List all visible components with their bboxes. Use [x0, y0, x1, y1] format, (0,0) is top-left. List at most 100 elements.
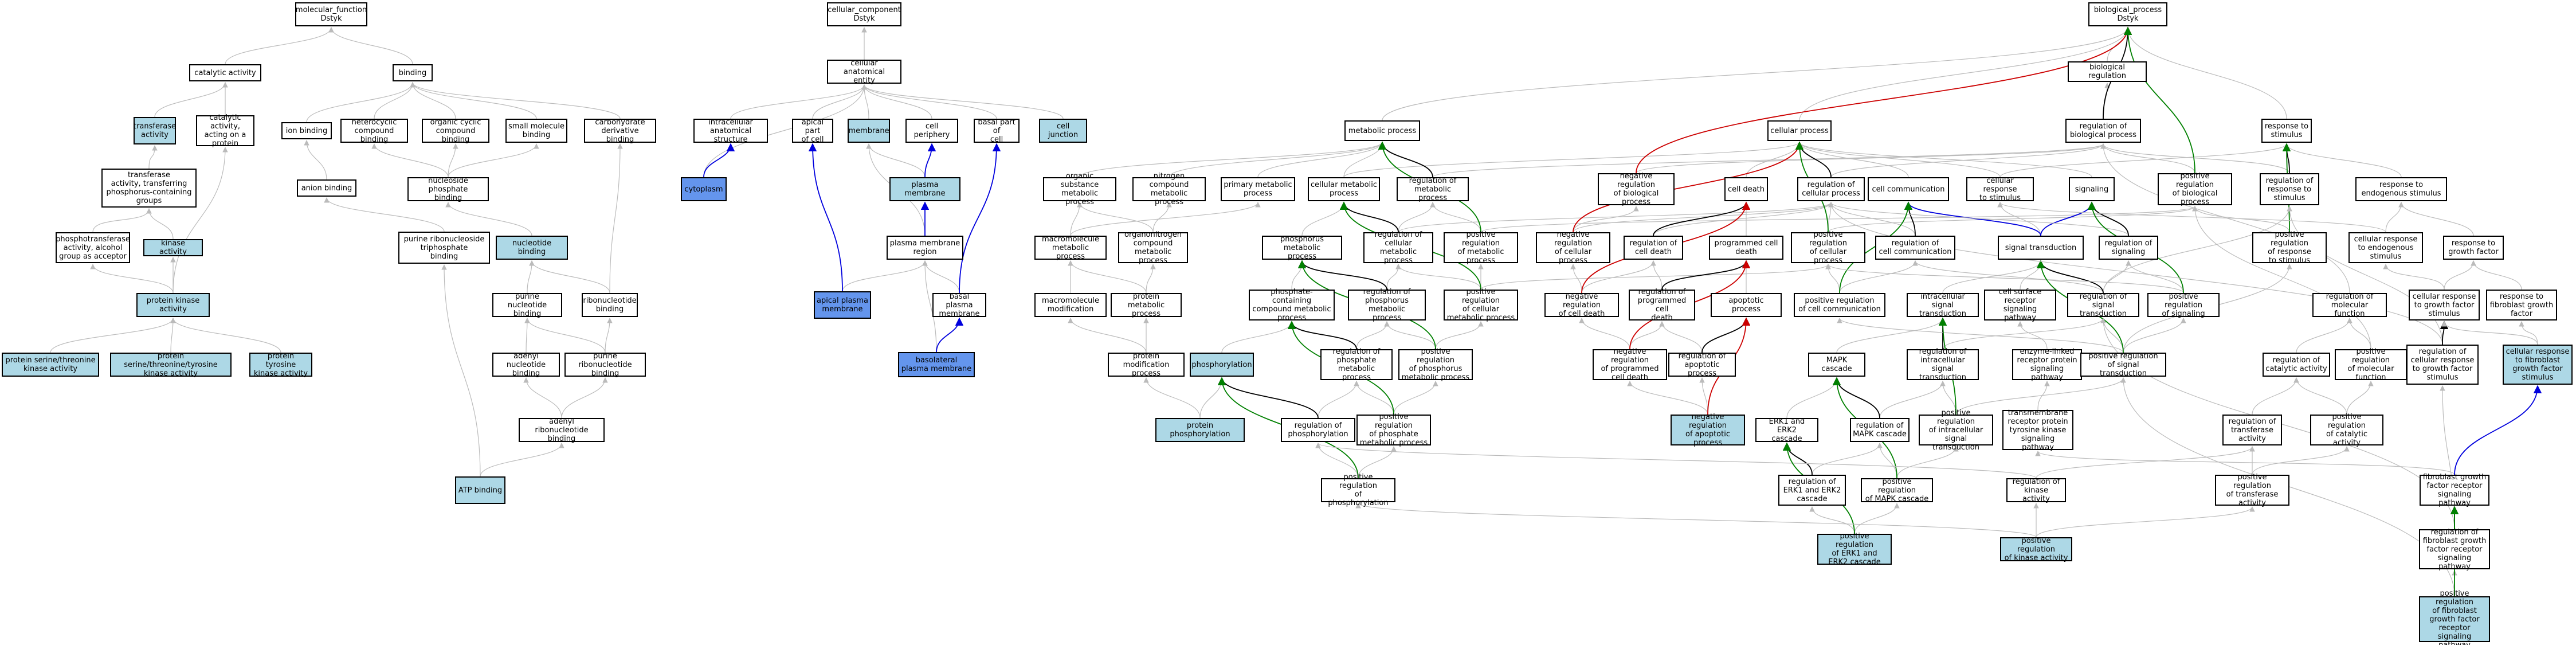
node-mapk-cascade[interactable]: MAPK cascade	[1808, 353, 1865, 377]
node-transferase-phosphorus[interactable]: transferase activity, transferring phosp…	[101, 169, 197, 208]
node-plasma-membrane[interactable]: plasma membrane	[889, 177, 960, 201]
node-protein-metabolic-process[interactable]: protein metabolic process	[1111, 292, 1182, 318]
node-positive-regulation-of-fgfr-signaling-pathway[interactable]: positive regulation of fibroblast growth…	[2419, 589, 2490, 645]
node-cell-death[interactable]: cell death	[1724, 177, 1768, 201]
node-cytoplasm[interactable]: cytoplasm	[681, 177, 727, 201]
node-negative-regulation-of-cellular-process[interactable]: negative regulation of cellular process	[1536, 230, 1610, 265]
node-molecular-function[interactable]: molecular_function Dstyk	[295, 2, 367, 26]
node-atp-binding[interactable]: ATP binding	[455, 476, 505, 504]
node-signaling[interactable]: signaling	[2069, 177, 2115, 201]
node-regulation-of-cellular-process[interactable]: regulation of cellular process	[1797, 177, 1865, 201]
node-cellular-process[interactable]: cellular process	[1767, 120, 1832, 141]
node-transmembrane-receptor-protein-tyrosine-kinase-signaling-pathway[interactable]: transmembrane receptor protein tyrosine …	[2002, 409, 2073, 452]
node-regulation-of-signaling[interactable]: regulation of signaling	[2099, 236, 2158, 260]
node-negative-regulation-of-cell-death[interactable]: negative regulation of cell death	[1544, 292, 1619, 318]
node-positive-regulation-of-phosphorylation[interactable]: positive regulation of phosphorylation	[1321, 473, 1395, 507]
node-small-molecule-binding[interactable]: small molecule binding	[505, 119, 567, 143]
node-binding[interactable]: binding	[393, 64, 433, 81]
node-membrane[interactable]: membrane	[848, 119, 890, 143]
node-phosphorus-metabolic-process[interactable]: phosphorus metabolic process	[1262, 235, 1342, 261]
node-positive-regulation-of-signaling[interactable]: positive regulation of signaling	[2147, 292, 2220, 318]
node-plasma-membrane-region[interactable]: plasma membrane region	[887, 236, 963, 260]
node-positive-regulation-of-molecular-function[interactable]: positive regulation of molecular functio…	[2335, 347, 2407, 382]
node-kinase-activity[interactable]: kinase activity	[143, 239, 203, 256]
node-purine-nucleotide-binding[interactable]: purine nucleotide binding	[492, 292, 562, 318]
node-cell-periphery[interactable]: cell periphery	[905, 119, 958, 143]
node-regulation-of-biological-process[interactable]: regulation of biological process	[2065, 119, 2141, 143]
node-ps-thr-kinase[interactable]: protein serine/threonine kinase activity	[2, 353, 99, 377]
node-cellular-response-to-endogenous-stimulus[interactable]: cellular response to endogenous stimulus	[2348, 232, 2423, 263]
node-macromolecule-modification[interactable]: macromolecule modification	[1034, 293, 1107, 317]
node-carbohydrate-derivative-binding[interactable]: carbohydrate derivative binding	[584, 118, 656, 144]
node-heterocyclic-compound-binding[interactable]: heterocyclic compound binding	[340, 118, 408, 144]
node-regulation-of-cellular-response-to-growth-factor-stimulus[interactable]: regulation of cellular response to growt…	[2406, 345, 2479, 385]
node-regulation-of-phosphate-metabolic-process[interactable]: regulation of phosphate metabolic proces…	[1320, 347, 1393, 382]
node-apical-part-of-cell[interactable]: apical part of cell	[792, 118, 833, 144]
node-positive-regulation-of-response-to-stimulus[interactable]: positive regulation of response to stimu…	[2252, 230, 2327, 265]
node-positive-regulation-of-transferase-activity[interactable]: positive regulation of transferase activ…	[2215, 473, 2289, 507]
node-response-to-stimulus[interactable]: response to stimulus	[2261, 119, 2312, 143]
node-intracellular-signal-transduction[interactable]: intracellular signal transduction	[1907, 292, 1979, 318]
node-regulation-of-apoptotic-process[interactable]: regulation of apoptotic process	[1668, 352, 1736, 378]
node-response-to-growth-factor[interactable]: response to growth factor	[2443, 236, 2504, 260]
node-cellular-component[interactable]: cellular_component Dstyk	[827, 2, 901, 26]
node-cellular-metabolic-process[interactable]: cellular metabolic process	[1308, 177, 1380, 201]
node-enzyme-linked-receptor-protein-signaling-pathway[interactable]: enzyme-linked receptor protein signaling…	[2012, 347, 2082, 382]
node-apical-plasma-membrane[interactable]: apical plasma membrane	[814, 291, 871, 319]
node-regulation-of-response-to-stimulus[interactable]: regulation of response to stimulus	[2260, 173, 2319, 205]
node-nucleoside-phosphate-binding[interactable]: nucleoside phosphate binding	[407, 177, 489, 202]
node-positive-regulation-of-mapk-cascade[interactable]: positive regulation of MAPK cascade	[1861, 478, 1933, 503]
node-organic-cyclic-compound-binding[interactable]: organic cyclic compound binding	[422, 118, 489, 144]
node-protein-phosphorylation[interactable]: protein phosphorylation	[1155, 418, 1245, 442]
node-positive-regulation-of-cellular-process[interactable]: positive regulation of cellular process	[1791, 230, 1865, 265]
node-ptyr-kinase[interactable]: protein tyrosine kinase activity	[249, 352, 312, 378]
node-cell-junction[interactable]: cell junction	[1039, 119, 1087, 143]
node-regulation-of-mapk-cascade[interactable]: regulation of MAPK cascade	[1850, 418, 1910, 442]
node-purine-ribonucleoside-triphosphate-binding[interactable]: purine ribonucleoside triphosphate bindi…	[398, 232, 490, 264]
node-positive-regulation-of-erk1-erk2-cascade[interactable]: positive regulation of ERK1 and ERK2 cas…	[1817, 532, 1892, 566]
node-basal-plasma-membrane[interactable]: basal plasma membrane	[932, 292, 986, 318]
node-biological-process[interactable]: biological_process Dstyk	[2088, 2, 2167, 26]
node-positive-regulation-of-cellular-metabolic-process[interactable]: positive regulation of cellular metaboli…	[1444, 288, 1518, 322]
node-regulation-of-metabolic-process[interactable]: regulation of metabolic process	[1397, 177, 1469, 202]
node-response-to-endogenous-stimulus[interactable]: response to endogenous stimulus	[2355, 177, 2447, 201]
node-regulation-of-fgfr-signaling-pathway[interactable]: regulation of fibroblast growth factor r…	[2419, 528, 2490, 571]
node-regulation-of-kinase-activity[interactable]: regulation of kinase activity	[2006, 478, 2066, 503]
node-cellular-anatomical-entity[interactable]: cellular anatomical entity	[827, 59, 901, 85]
node-cell-surface-receptor-signaling-pathway[interactable]: cell surface receptor signaling pathway	[1984, 288, 2056, 322]
node-organic-substance-metabolic-process[interactable]: organic substance metabolic process	[1043, 172, 1116, 206]
node-regulation-of-catalytic-activity[interactable]: regulation of catalytic activity	[2263, 353, 2330, 377]
node-cellular-response-to-stimulus[interactable]: cellular response to stimulus	[1966, 177, 2034, 202]
node-programmed-cell-death[interactable]: programmed cell death	[1709, 236, 1783, 260]
node-adenyl-ribonucleotide-binding[interactable]: adenyl ribonucleotide binding	[519, 417, 605, 443]
node-positive-regulation-of-kinase-activity[interactable]: positive regulation of kinase activity	[2000, 537, 2072, 562]
node-adenyl-nucleotide-binding[interactable]: adenyl nucleotide binding	[492, 352, 560, 378]
node-purine-ribonucleotide-binding[interactable]: purine ribonucleotide binding	[564, 352, 646, 378]
node-cellular-response-to-growth-factor-stimulus[interactable]: cellular response to growth factor stimu…	[2409, 290, 2480, 320]
node-regulation-of-erk1-erk2-cascade[interactable]: regulation of ERK1 and ERK2 cascade	[1778, 475, 1846, 506]
node-phosphorylation[interactable]: phosphorylation	[1190, 353, 1254, 377]
node-basolateral-plasma-membrane[interactable]: basolateral plasma membrane	[898, 352, 975, 377]
node-phosphate-containing-compound-metabolic-process[interactable]: phosphate-containing compound metabolic …	[1249, 288, 1335, 322]
node-anion-binding[interactable]: anion binding	[297, 179, 356, 197]
node-positive-regulation-of-phosphate-metabolic-process[interactable]: positive regulation of phosphate metabol…	[1356, 413, 1431, 447]
node-response-to-fibroblast-growth-factor[interactable]: response to fibroblast growth factor	[2486, 290, 2557, 320]
node-positive-regulation-of-catalytic-activity[interactable]: positive regulation of catalytic activit…	[2310, 413, 2383, 447]
node-regulation-of-phosphorus-metabolic-process[interactable]: regulation of phosphorus metabolic proce…	[1348, 288, 1426, 322]
node-negative-regulation-of-biological-process[interactable]: negative regulation of biological proces…	[1598, 172, 1675, 206]
node-fibroblast-growth-factor-receptor-signaling-pathway[interactable]: fibroblast growth factor receptor signal…	[2420, 473, 2489, 507]
node-nitrogen-compound-metabolic-process[interactable]: nitrogen compound metabolic process	[1132, 172, 1206, 206]
node-nucleotide-binding[interactable]: nucleotide binding	[496, 236, 568, 260]
node-positive-regulation-of-signal-transduction[interactable]: positive regulation of signal transducti…	[2080, 352, 2166, 378]
node-biological-regulation[interactable]: biological regulation	[2068, 61, 2147, 82]
node-cellular-response-to-fibroblast-growth-factor-stimulus[interactable]: cellular response to fibroblast growth f…	[2503, 345, 2573, 385]
node-macromolecule-metabolic-process[interactable]: macromolecule metabolic process	[1034, 235, 1107, 261]
node-protein-modification-process[interactable]: protein modification process	[1108, 352, 1185, 378]
node-regulation-of-cellular-metabolic-process[interactable]: regulation of cellular metabolic process	[1363, 230, 1433, 265]
node-positive-regulation-of-biological-process[interactable]: positive regulation of biological proces…	[2158, 172, 2232, 206]
node-cell-communication[interactable]: cell communication	[1868, 177, 1949, 201]
node-regulation-of-intracellular-signal-transduction[interactable]: regulation of intracellular signal trans…	[1907, 347, 1979, 382]
node-ps-thr-tyr-kinase[interactable]: protein serine/threonine/tyrosine kinase…	[110, 352, 232, 378]
node-primary-metabolic-process[interactable]: primary metabolic process	[1221, 177, 1295, 201]
node-regulation-of-programmed-cell-death[interactable]: regulation of programmed cell death	[1629, 288, 1695, 322]
